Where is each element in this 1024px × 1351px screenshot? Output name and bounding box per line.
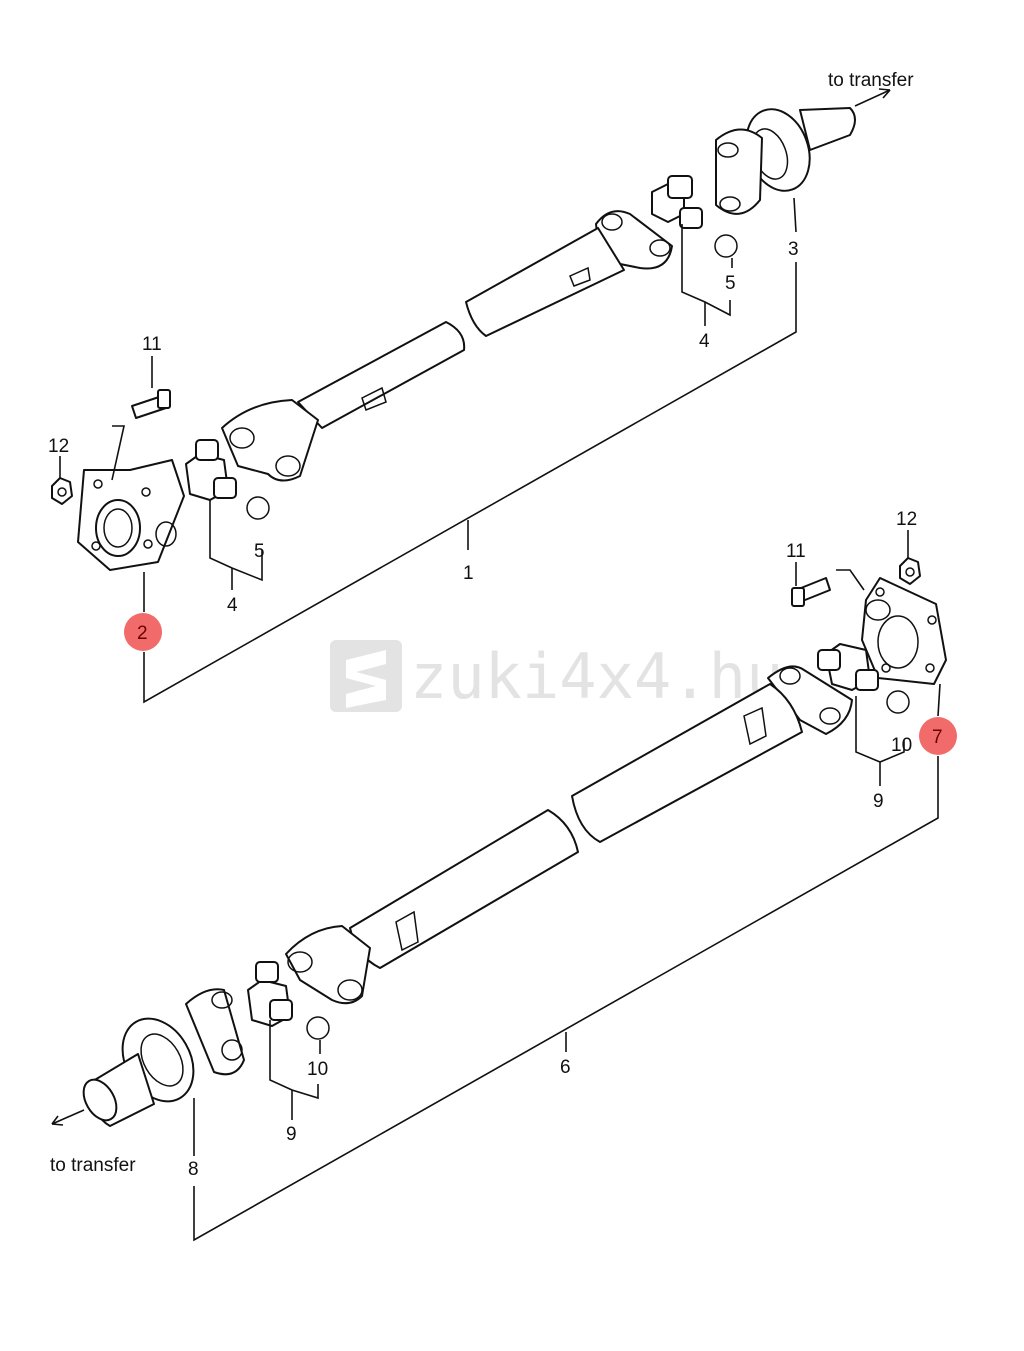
label-9-rear-upper: 9 — [873, 791, 884, 812]
watermark: zuki4x4.hu — [330, 640, 783, 713]
label-12-front: 12 — [48, 436, 69, 457]
label-10-rear-upper: 10 — [891, 735, 912, 756]
highlight-part-2[interactable] — [124, 613, 162, 651]
label-2: 2 — [137, 623, 148, 644]
to-transfer-label-top: to transfer — [828, 70, 914, 91]
label-8: 8 — [188, 1159, 199, 1180]
rear-shaft-assembly: to transfer 11 12 10 9 6 10 9 8 7 — [50, 509, 957, 1242]
label-3: 3 — [788, 239, 799, 260]
to-transfer-label-bottom: to transfer — [50, 1155, 136, 1176]
label-11-rear: 11 — [786, 541, 806, 562]
label-6: 6 — [560, 1057, 571, 1078]
label-4-front-lower: 4 — [227, 595, 238, 616]
front-shaft-assembly: to transfer — [48, 70, 914, 704]
label-11-front: 11 — [142, 334, 162, 355]
highlight-part-7[interactable] — [919, 717, 957, 755]
label-5-front-lower: 5 — [254, 541, 265, 562]
label-4-front-upper: 4 — [699, 331, 710, 352]
label-10-rear-lower: 10 — [307, 1059, 328, 1080]
label-9-rear-lower: 9 — [286, 1124, 297, 1145]
label-5-front-upper: 5 — [725, 273, 736, 294]
label-1: 1 — [463, 563, 474, 584]
label-7: 7 — [932, 727, 943, 748]
label-12-rear: 12 — [896, 509, 917, 530]
watermark-text: zuki4x4.hu — [410, 640, 783, 713]
